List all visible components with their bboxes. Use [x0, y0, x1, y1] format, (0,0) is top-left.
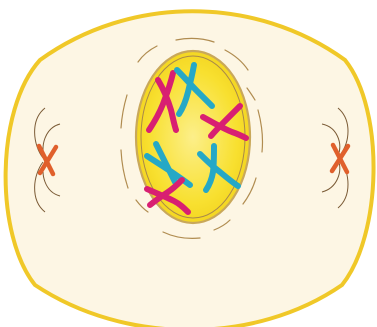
prophase-cell-diagram [0, 0, 377, 327]
